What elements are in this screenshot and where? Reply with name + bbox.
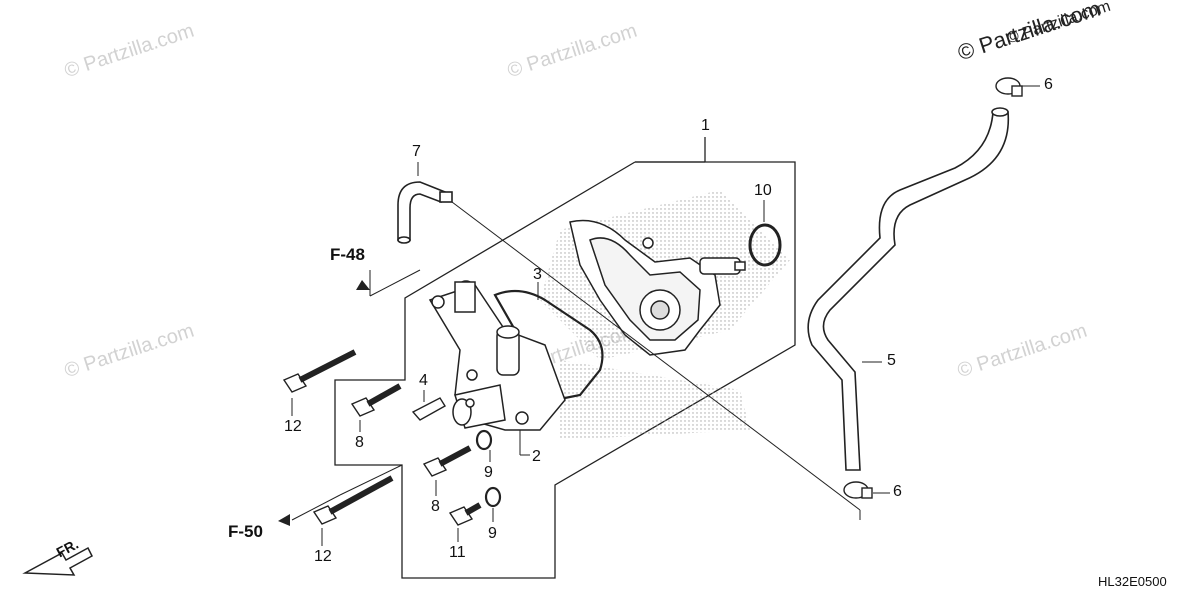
diagram-code: HL32E0500 bbox=[1098, 574, 1167, 589]
callout-5: 5 bbox=[887, 352, 896, 369]
callout-7: 7 bbox=[412, 143, 421, 160]
gasket bbox=[493, 289, 604, 402]
callout-9-lower: 9 bbox=[488, 525, 497, 542]
callout-1: 1 bbox=[701, 117, 710, 134]
f48-arrow-icon bbox=[356, 280, 370, 290]
callout-3: 3 bbox=[533, 266, 542, 283]
bolt-8-middle bbox=[422, 445, 472, 477]
callout-6-bottom: 6 bbox=[893, 483, 902, 500]
callout-12-lower: 12 bbox=[314, 548, 332, 565]
bolt-12-upper bbox=[282, 349, 357, 393]
callout-9-upper: 9 bbox=[484, 464, 493, 481]
washer-9-lower bbox=[484, 486, 502, 508]
callout-10: 10 bbox=[754, 182, 772, 199]
callout-6-top: 6 bbox=[1044, 76, 1053, 93]
washer-9-upper bbox=[475, 429, 493, 451]
bolt-11 bbox=[448, 502, 482, 526]
hose-clamp-bottom bbox=[843, 481, 873, 499]
callout-11: 11 bbox=[449, 544, 466, 561]
callout-4: 4 bbox=[419, 372, 428, 389]
ref-f50: F-50 bbox=[228, 522, 263, 541]
leader-lines bbox=[291, 85, 1040, 546]
bolt-8-upper bbox=[350, 383, 402, 417]
bolt-12-lower bbox=[312, 475, 394, 525]
f50-arrow-icon bbox=[278, 514, 290, 526]
o-ring bbox=[748, 223, 782, 267]
callout-2: 2 bbox=[532, 448, 541, 465]
pump-cover bbox=[428, 280, 566, 431]
hose-5 bbox=[807, 107, 1010, 471]
water-pump bbox=[569, 219, 746, 356]
callout-12-upper: 12 bbox=[284, 418, 302, 435]
front-arrow-icon bbox=[22, 546, 93, 576]
ref-f48: F-48 bbox=[330, 245, 365, 264]
hose-clamp-top bbox=[995, 77, 1023, 97]
bracket-part-4 bbox=[411, 397, 446, 421]
callout-8-middle: 8 bbox=[431, 498, 440, 515]
hose-7 bbox=[397, 181, 453, 244]
callout-8-upper: 8 bbox=[355, 434, 364, 451]
assembly-outline bbox=[334, 137, 796, 579]
